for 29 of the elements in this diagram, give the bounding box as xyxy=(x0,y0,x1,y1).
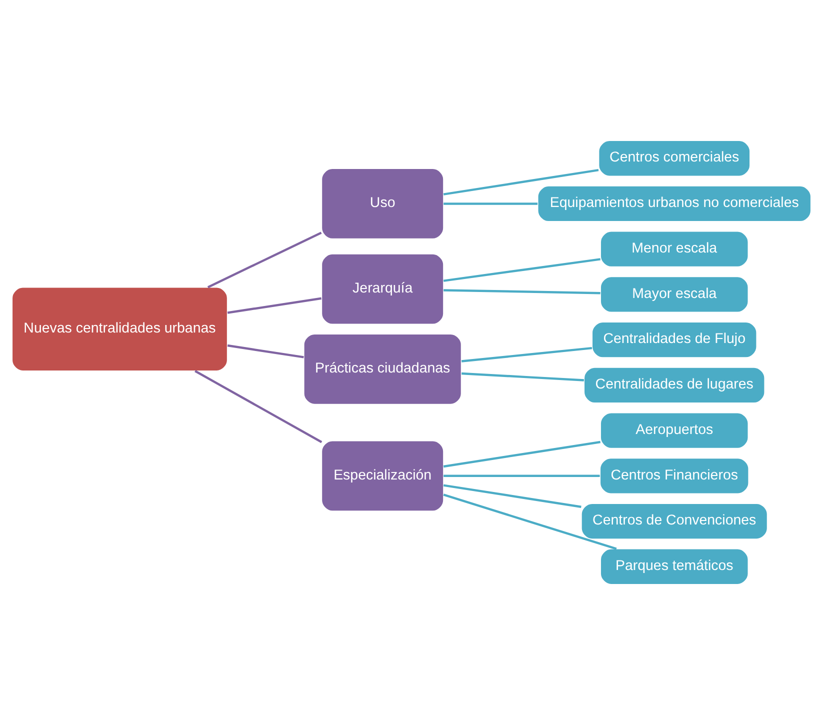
connector xyxy=(194,370,322,443)
connector xyxy=(227,344,304,358)
connector xyxy=(443,484,582,508)
node-box: Menor escala xyxy=(600,230,749,267)
node-box: Jerarquía xyxy=(321,253,444,324)
connector xyxy=(444,288,600,294)
connector xyxy=(443,258,600,282)
connector xyxy=(461,346,592,362)
connector xyxy=(207,231,322,288)
node-box: Centralidades de lugares xyxy=(584,366,766,403)
node-box: Especialización xyxy=(321,440,444,511)
connector xyxy=(462,372,584,381)
node-box: Mayor escala xyxy=(600,276,749,312)
node-box: Parques temáticos xyxy=(600,548,749,584)
node-box: Centralidades de Flujo xyxy=(592,321,758,358)
node-box: Centros comerciales xyxy=(598,140,750,176)
node-box: Centros de Convenciones xyxy=(580,502,768,540)
connector xyxy=(443,493,617,550)
node-box: Centros Financieros xyxy=(600,457,750,494)
node-box: Prácticas ciudadanas xyxy=(303,333,462,404)
connector xyxy=(227,296,322,314)
node-box: Uso xyxy=(321,168,444,239)
node-box: Nuevas centralidades urbanas xyxy=(12,286,228,371)
connector xyxy=(443,440,601,468)
node-box: Equipamientos urbanos no comerciales xyxy=(537,184,812,222)
connector xyxy=(444,202,538,204)
connector xyxy=(444,474,600,477)
node-box: Aeropuertos xyxy=(600,412,749,448)
connector xyxy=(443,168,599,195)
